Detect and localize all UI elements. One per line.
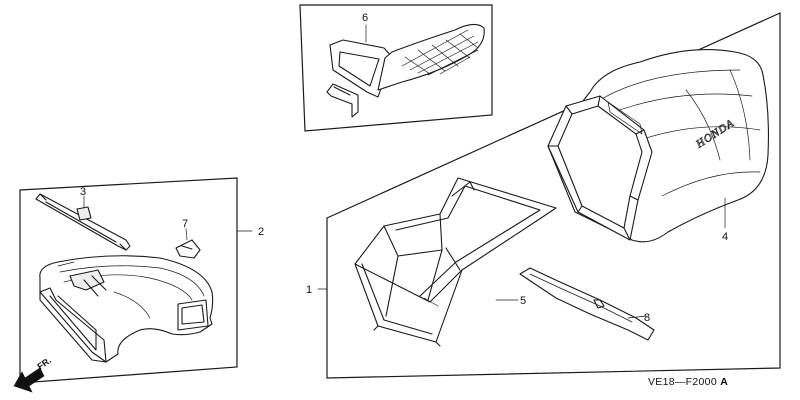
part-3-cover-plate[interactable] <box>35 193 131 251</box>
callout-1: 1 <box>306 284 312 296</box>
frame-part-2 <box>19 177 238 384</box>
drawing-code-suffix: A <box>720 376 728 388</box>
arrow-left-down-icon <box>13 367 45 393</box>
part-2-discharge-chute[interactable] <box>39 255 214 363</box>
callout-3: 3 <box>80 186 86 198</box>
drawing-code: VE18—F2000 A <box>648 376 728 388</box>
callout-4: 4 <box>722 231 728 243</box>
part-6-bag-handle[interactable] <box>326 23 485 118</box>
callout-6: 6 <box>362 12 368 24</box>
part-4-grass-bag[interactable]: HONDA <box>547 48 769 243</box>
callout-8: 8 <box>644 312 650 324</box>
callout-2: 2 <box>258 226 264 238</box>
callout-5: 5 <box>520 295 526 307</box>
part-5-bag-frame[interactable] <box>354 177 557 347</box>
part-7-clip[interactable] <box>175 228 201 259</box>
frame-part-6 <box>299 4 493 132</box>
part-8-blade[interactable] <box>519 267 655 341</box>
callout-7: 7 <box>182 218 188 230</box>
